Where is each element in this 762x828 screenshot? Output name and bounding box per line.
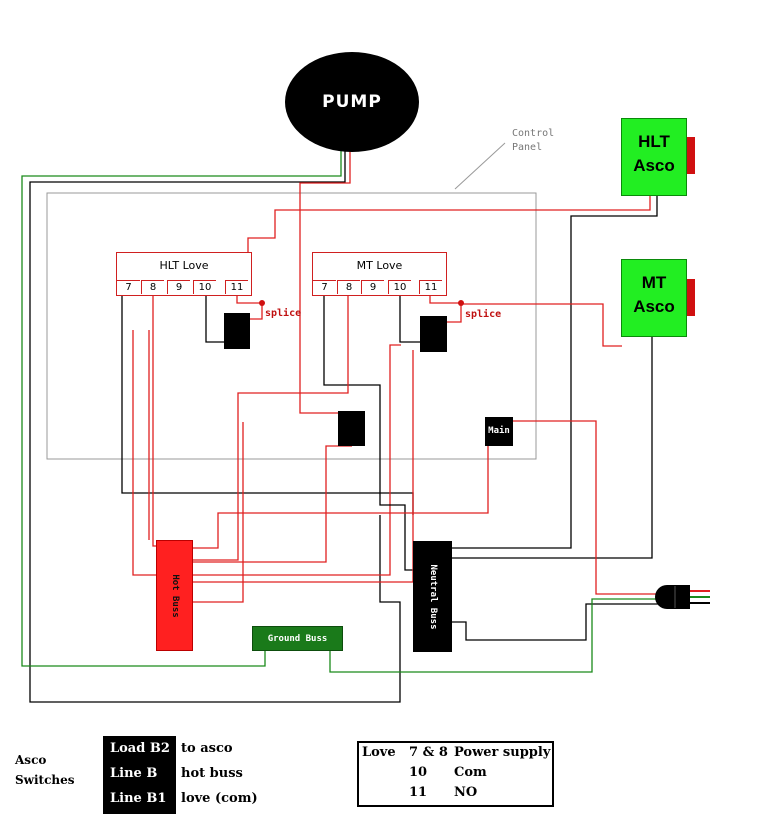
asco-term-line-b1: Line B1	[110, 791, 167, 806]
mt-asco: MT Asco	[621, 259, 687, 337]
hlt-hot-lead	[132, 330, 401, 576]
hlt-asco-tab	[687, 137, 695, 174]
love-row3-function: NO	[454, 785, 478, 800]
center-switch-block	[338, 411, 365, 446]
mt-love-terminal-11: 11	[419, 280, 442, 294]
asco-desc-line-b1: love (com)	[181, 791, 258, 806]
asco-desc-load-b2: to asco	[181, 741, 233, 756]
mt-love-terminal-8: 8	[337, 280, 360, 294]
asco-term-load-b2: Load B2	[110, 741, 170, 756]
control-panel-leader	[454, 142, 506, 190]
mt-asco-line1: MT	[641, 273, 667, 292]
neutral-buss: Neutral Buss	[413, 541, 452, 652]
hot-buss: Hot Buss	[156, 540, 193, 651]
hlt-t7-wire	[121, 296, 414, 515]
hlt-love-terminal-7: 7	[117, 280, 140, 294]
hlt-asco: HLT Asco	[621, 118, 687, 196]
legend-title-line2: Switches	[15, 773, 75, 787]
neutral-to-plug	[452, 603, 658, 641]
hlt-love-relay: HLT Love 7 8 9 10 11	[116, 252, 252, 296]
neutral-buss-label: Neutral Buss	[427, 563, 438, 630]
pump-wire-green	[21, 150, 342, 667]
hlt-asco-line1: HLT	[638, 132, 670, 151]
hlt-switch-block	[224, 313, 250, 349]
pump-wire-black	[29, 150, 401, 703]
hlt-asco-red	[247, 196, 651, 258]
hlt-asco-black	[452, 196, 658, 549]
hlt-love-terminal-10: 10	[193, 280, 216, 294]
hlt-splice-label: splice	[265, 308, 302, 319]
love-row2-function: Com	[454, 765, 487, 780]
control-panel-label-line1: Control	[512, 128, 555, 139]
love-table-header-label: Love	[362, 745, 396, 760]
hlt-t8-wire	[152, 296, 160, 547]
main-hot-out	[513, 420, 658, 595]
mt-asco-tab	[687, 279, 695, 316]
pump-label: PUMP	[322, 92, 382, 112]
asco-terminal-descriptions: to asco hot buss love (com)	[181, 736, 291, 814]
hlt-love-terminal-8: 8	[141, 280, 164, 294]
hlt-splice-dot	[259, 300, 265, 306]
mt-t7-wire	[323, 296, 415, 571]
ground-to-plug	[329, 598, 658, 673]
hlt-love-title: HLT Love	[159, 259, 209, 272]
love-row1-function: Power supply	[454, 745, 551, 760]
mt-splice-dot	[458, 300, 464, 306]
mt-asco-black	[452, 336, 653, 559]
hot-buss-red-lower	[193, 422, 244, 603]
pump	[285, 52, 419, 152]
center-relay-red	[193, 445, 352, 563]
hot-buss-label: Hot Buss	[169, 573, 180, 618]
mt-switch-block	[420, 316, 447, 352]
hlt-love-terminal-9: 9	[167, 280, 190, 294]
control-panel-label: Control Panel	[512, 127, 554, 155]
mt-splice-label: splice	[465, 309, 502, 320]
pump-wire-red	[299, 150, 351, 414]
mt-asco-red	[461, 303, 622, 347]
mt-love-title: MT Love	[356, 259, 403, 272]
asco-term-line-b: Line B	[110, 766, 158, 781]
legend-title: Asco Switches	[15, 750, 75, 790]
legend-title-line1: Asco	[15, 753, 47, 767]
main-switch: Main	[485, 417, 513, 446]
asco-desc-line-b: hot buss	[181, 766, 243, 781]
love-row1-pins: 7 & 8	[409, 745, 448, 760]
hlt-love-terminal-11: 11	[225, 280, 248, 294]
control-panel-label-line2: Panel	[512, 142, 543, 153]
mt-love-terminal-9: 9	[361, 280, 384, 294]
mt-t10-wire	[399, 296, 420, 343]
power-plug	[655, 585, 690, 609]
love-pinout-table: Love 7 & 8 Power supply 10 Com 11 NO	[357, 741, 554, 807]
control-panel-outline	[46, 192, 537, 460]
main-red	[193, 446, 489, 549]
ground-buss: Ground Buss	[252, 626, 343, 651]
mt-love-terminal-10: 10	[388, 280, 411, 294]
love-row3-pins: 11	[409, 785, 428, 800]
hlt-t10-wire	[205, 296, 224, 343]
mt-asco-line2: Asco	[633, 297, 675, 316]
asco-terminal-list: Load B2 Line B Line B1	[103, 736, 176, 814]
hlt-asco-line2: Asco	[633, 156, 675, 175]
mt-love-terminal-7: 7	[313, 280, 336, 294]
mt-love-relay: MT Love 7 8 9 10 11	[312, 252, 447, 296]
mt-t8-wire	[193, 296, 349, 561]
love-row2-pins: 10	[409, 765, 428, 780]
